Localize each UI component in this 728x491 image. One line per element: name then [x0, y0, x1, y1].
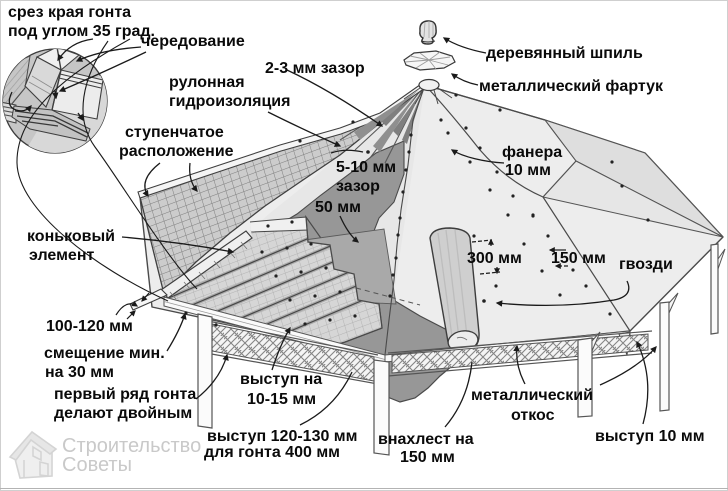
svg-text:чередование: чередование: [141, 33, 245, 50]
svg-text:300 мм: 300 мм: [467, 250, 522, 267]
svg-text:для гонта 400 мм: для гонта 400 мм: [204, 444, 340, 461]
svg-text:смещение мин.: смещение мин.: [44, 345, 165, 362]
svg-text:откос: откос: [511, 407, 555, 424]
svg-text:выступ 10 мм: выступ 10 мм: [595, 428, 705, 445]
svg-text:металлический: металлический: [471, 387, 593, 404]
svg-text:ступенчатое: ступенчатое: [125, 124, 224, 141]
svg-text:элемент: элемент: [29, 247, 94, 264]
svg-text:5-10 мм: 5-10 мм: [336, 159, 396, 176]
svg-text:делают двойным: делают двойным: [54, 405, 192, 422]
svg-text:10 мм: 10 мм: [505, 162, 551, 179]
svg-text:деревянный шпиль: деревянный шпиль: [486, 45, 643, 62]
svg-text:первый ряд гонта: первый ряд гонта: [54, 386, 196, 403]
svg-text:расположение: расположение: [119, 143, 234, 160]
svg-text:зазор: зазор: [336, 178, 380, 195]
svg-text:рулонная: рулонная: [169, 74, 245, 91]
svg-text:под углом 35 град.: под углом 35 град.: [8, 23, 155, 40]
svg-text:10-15 мм: 10-15 мм: [247, 391, 316, 408]
svg-text:150 мм: 150 мм: [400, 449, 455, 466]
svg-text:Строительство: Строительство: [62, 435, 201, 457]
svg-text:гвозди: гвозди: [619, 256, 673, 273]
svg-text:коньковый: коньковый: [27, 228, 115, 245]
svg-text:50 мм: 50 мм: [315, 199, 361, 216]
svg-text:выступ 120-130 мм: выступ 120-130 мм: [207, 428, 357, 445]
svg-text:100-120 мм: 100-120 мм: [46, 318, 133, 335]
svg-text:гидроизоляция: гидроизоляция: [169, 93, 290, 110]
svg-text:срез края гонта: срез края гонта: [8, 4, 131, 21]
svg-text:выступ на: выступ на: [240, 371, 322, 388]
svg-text:Советы: Советы: [62, 454, 132, 476]
svg-text:2-3 мм зазор: 2-3 мм зазор: [265, 60, 365, 77]
svg-text:фанера: фанера: [502, 144, 562, 161]
svg-text:внахлест на: внахлест на: [378, 431, 474, 448]
svg-text:150 мм: 150 мм: [551, 250, 606, 267]
svg-text:металлический фартук: металлический фартук: [479, 78, 664, 95]
svg-text:на 30 мм: на 30 мм: [45, 364, 114, 381]
